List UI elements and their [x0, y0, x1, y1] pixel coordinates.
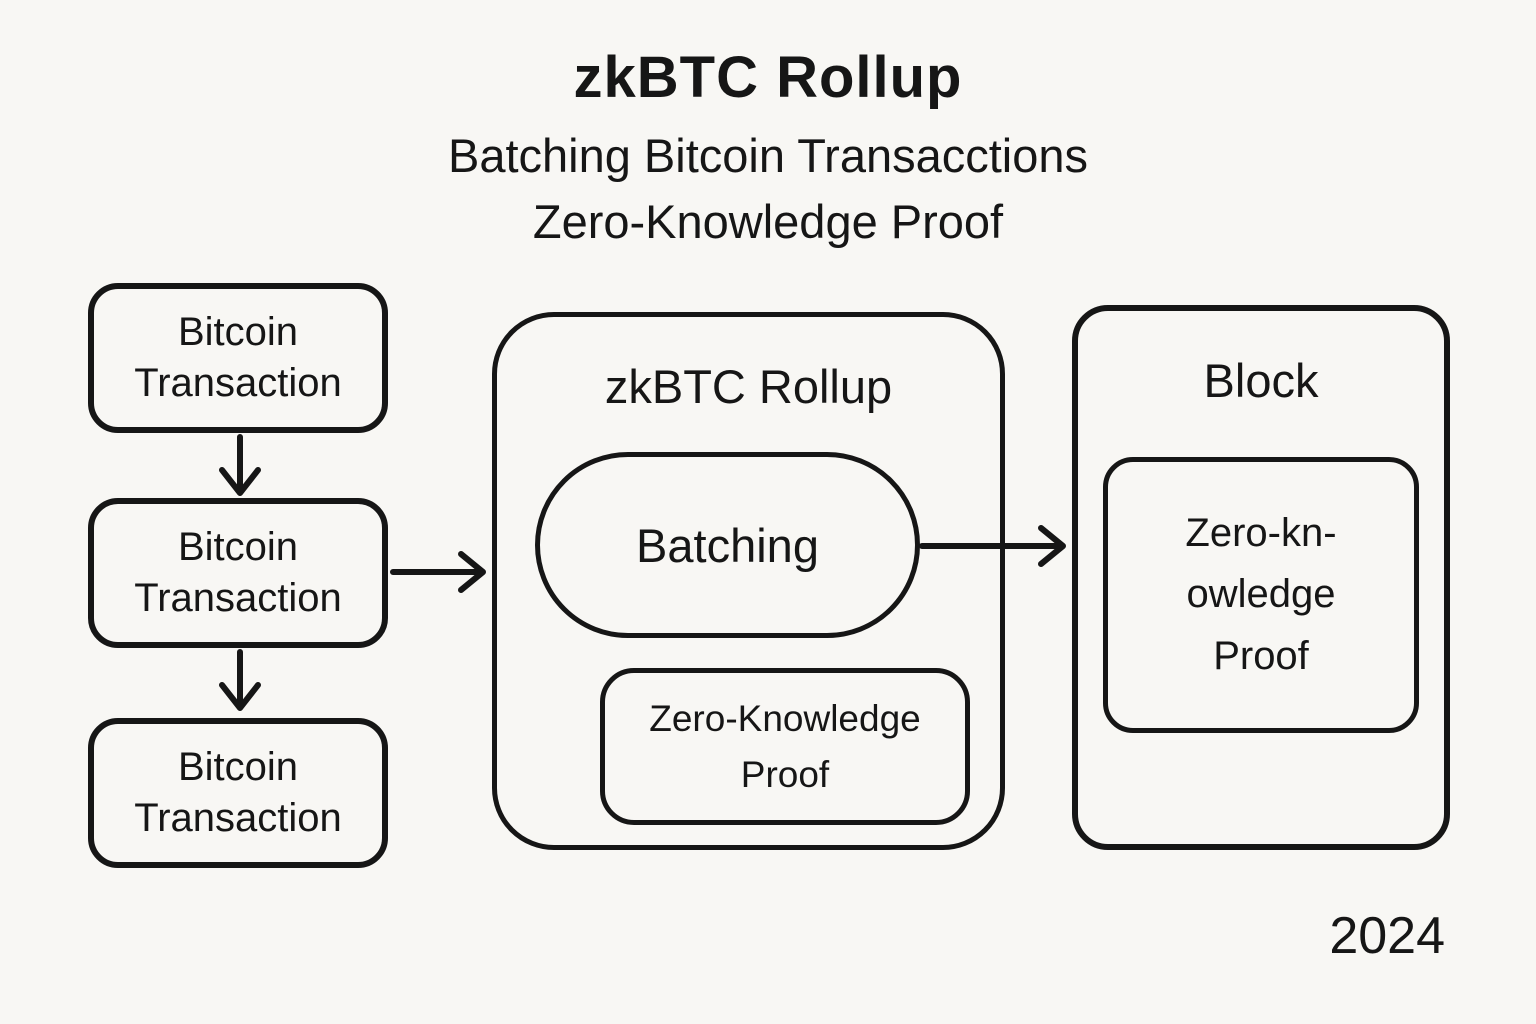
- block-container-title: Block: [1203, 354, 1319, 407]
- block-proof-node-line3: Proof: [1213, 633, 1309, 678]
- subtitle-line-1: Batching Bitcoin Transacctions: [447, 129, 1089, 182]
- bitcoin-transaction-box-3-line1: Bitcoin: [177, 745, 299, 790]
- zkbtc-rollup-container: zkBTC Rollup Batching Zero-Knowledge Pro…: [492, 312, 1005, 850]
- zero-knowledge-proof-node-line1: Zero-Knowledge: [649, 698, 921, 739]
- page-title: zkBTC Rollup: [573, 45, 963, 110]
- right-arrow-to-rollup: [390, 551, 486, 593]
- bitcoin-transaction-box-1-line1: Bitcoin: [177, 310, 299, 355]
- batching-node-label: Batching: [636, 518, 819, 572]
- bitcoin-transaction-box-3-line2: Transaction: [134, 796, 342, 840]
- block-proof-node-line2: owledge: [1186, 572, 1336, 617]
- year-label: 2024: [1329, 907, 1445, 965]
- bitcoin-transaction-box-1-line2: Transaction: [134, 361, 342, 405]
- zkbtc-rollup-container-title: zkBTC Rollup: [604, 360, 893, 413]
- down-arrow-2: [219, 649, 261, 711]
- zero-knowledge-proof-node: Zero-Knowledge Proof: [600, 668, 970, 825]
- batching-node: Batching: [535, 452, 920, 638]
- bitcoin-transaction-box-2: Bitcoin Transaction: [88, 498, 388, 648]
- block-container: Block Zero-kn- owledge Proof: [1072, 305, 1450, 850]
- down-arrow-1: [219, 434, 261, 496]
- zero-knowledge-proof-node-line2: Proof: [740, 753, 830, 795]
- bitcoin-transaction-box-2-line1: Bitcoin: [177, 525, 299, 570]
- block-proof-node-line1: Zero-kn-: [1185, 510, 1337, 555]
- block-proof-node: Zero-kn- owledge Proof: [1103, 457, 1419, 733]
- subtitle-line-2: Zero-Knowledge Proof: [532, 195, 1004, 248]
- bitcoin-transaction-box-3: Bitcoin Transaction: [88, 718, 388, 868]
- bitcoin-transaction-box-2-line2: Transaction: [134, 576, 342, 620]
- bitcoin-transaction-box-1: Bitcoin Transaction: [88, 283, 388, 433]
